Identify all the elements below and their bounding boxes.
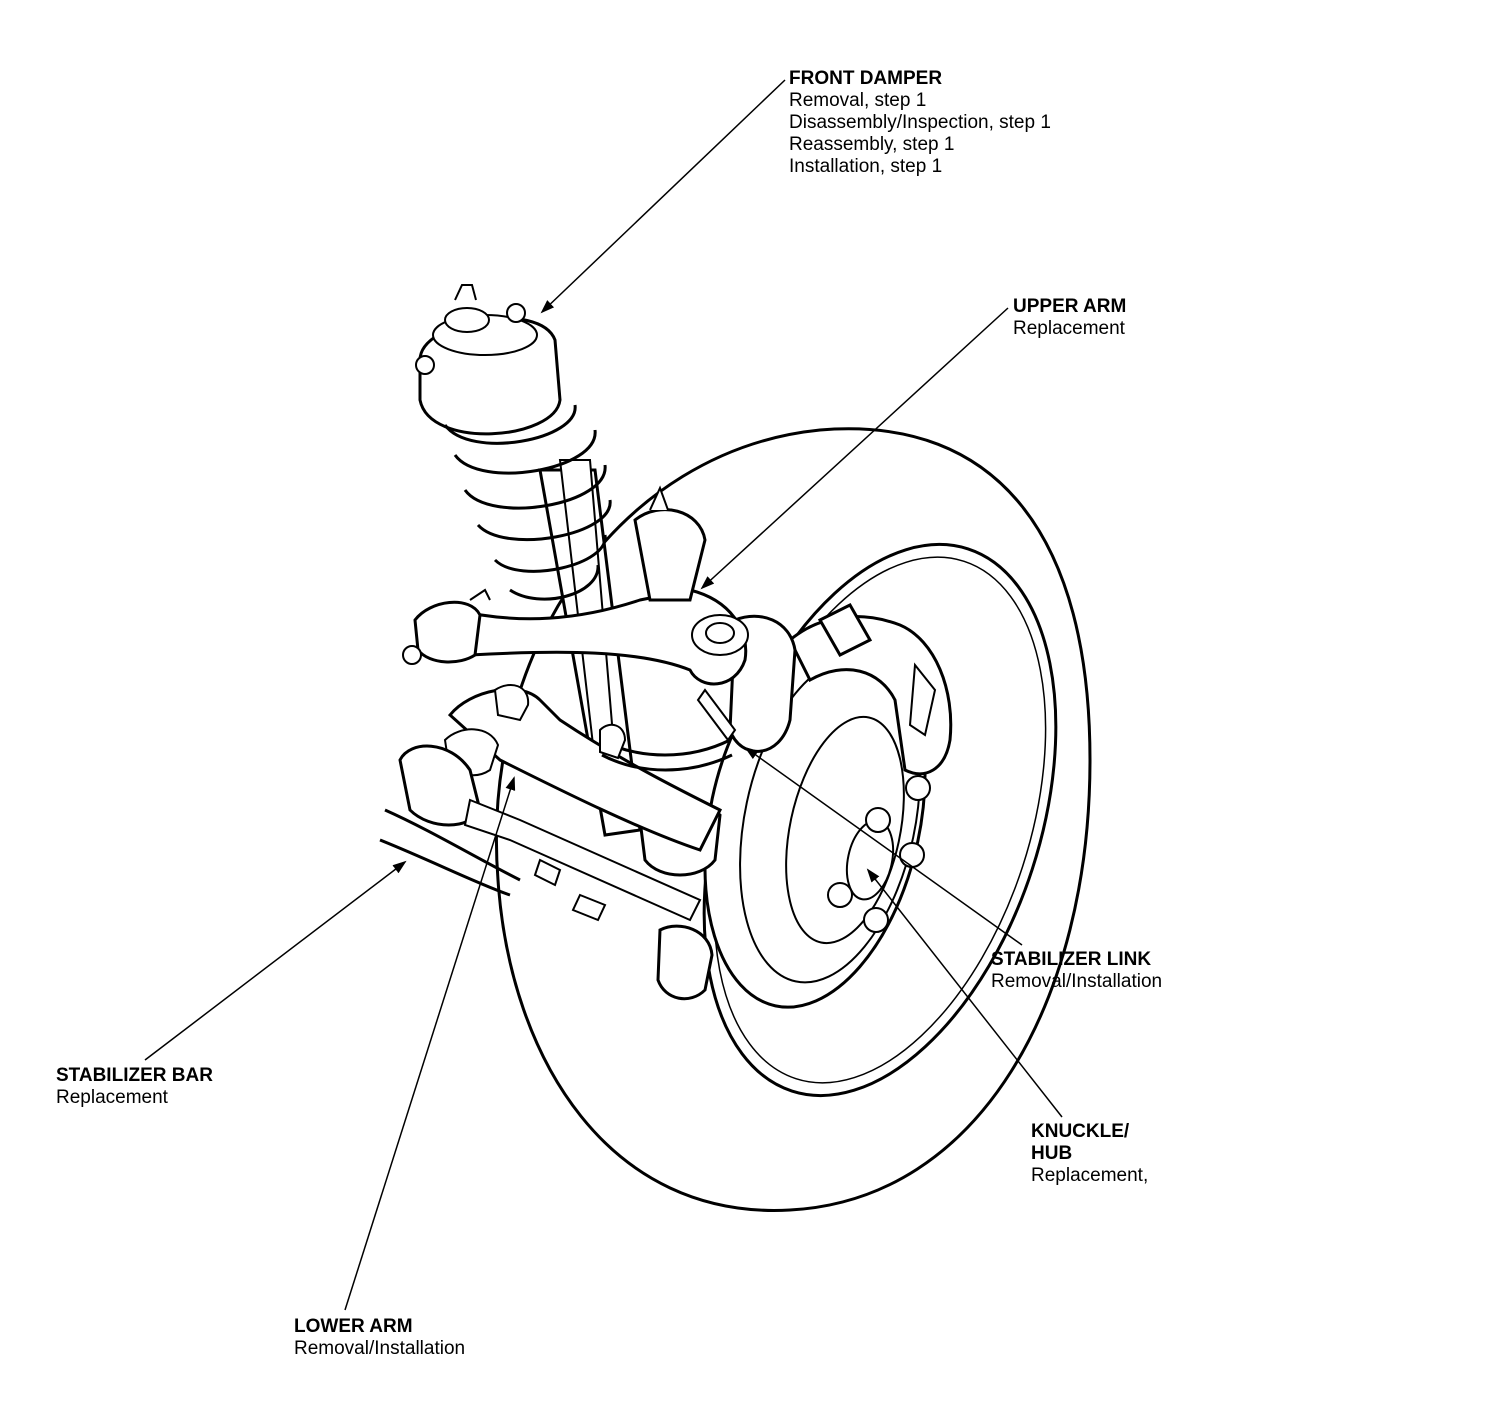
knuckle-hub-label: KNUCKLE/ HUB Replacement, xyxy=(1031,1121,1148,1187)
lower-arm xyxy=(443,684,723,852)
lower-arm-leader xyxy=(344,776,516,1311)
stabilizer-link-leader xyxy=(744,746,1023,946)
stabilizer-bar-label: STABILIZER BAR Replacement xyxy=(56,1065,213,1109)
stabilizer-link-line-1: Removal/Installation xyxy=(991,971,1163,992)
upper-arm-label: UPPER ARM Replacement xyxy=(1013,296,1126,340)
stabilizer-link xyxy=(599,688,737,760)
leader-lines xyxy=(144,79,1063,1311)
front-damper-label: FRONT DAMPER Removal, step 1 Disassembly… xyxy=(789,68,1051,178)
front-damper-leader xyxy=(540,79,786,314)
lower-arm-label: LOWER ARM Removal/Installation xyxy=(294,1316,465,1360)
stabilizer-link-label: STABILIZER LINK Removal/Installation xyxy=(991,949,1162,993)
front-damper-line-2: Disassembly/Inspection, step 1 xyxy=(789,112,1051,133)
stabilizer-bar-title: STABILIZER BAR xyxy=(56,1065,213,1086)
front-damper-line-4: Installation, step 1 xyxy=(789,156,943,177)
lower-arm-line-1: Removal/Installation xyxy=(294,1338,466,1359)
brake-disc xyxy=(703,631,931,1009)
knuckle-hub-title: KNUCKLE/ HUB xyxy=(1031,1121,1130,1164)
wheel-studs xyxy=(827,775,931,933)
knuckle-hub-leader xyxy=(866,868,1063,1118)
stabilizer-bar-line-1: Replacement xyxy=(56,1087,168,1108)
upper-arm-line-1: Replacement xyxy=(1013,318,1125,339)
lower-arm-title: LOWER ARM xyxy=(294,1316,413,1337)
front-damper-title: FRONT DAMPER xyxy=(789,68,943,89)
front-damper-line-3: Reassembly, step 1 xyxy=(789,134,955,155)
stabilizer-link-title: STABILIZER LINK xyxy=(991,949,1152,970)
upper-arm-leader xyxy=(700,307,1009,590)
drive-shaft xyxy=(398,744,702,922)
upper-arm-title: UPPER ARM xyxy=(1013,296,1127,317)
knuckle-hub-line-1: Replacement, xyxy=(1031,1165,1149,1186)
coil-spring xyxy=(443,404,612,601)
front-damper-line-1: Removal, step 1 xyxy=(789,90,927,111)
upper-arm xyxy=(402,485,749,686)
brake-caliper xyxy=(788,603,953,776)
stabilizer-bar-leader xyxy=(144,860,407,1061)
